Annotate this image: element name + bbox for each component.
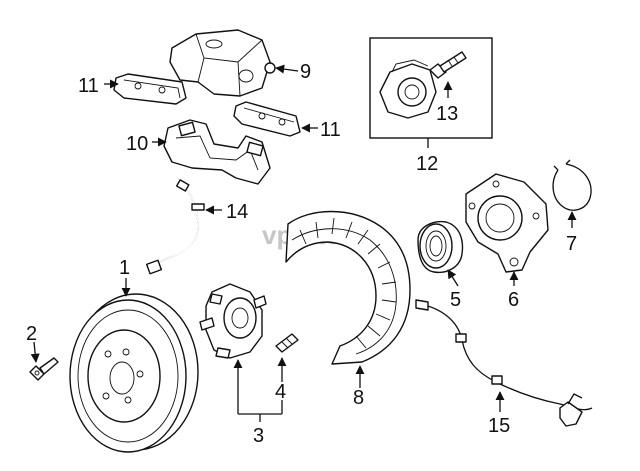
callout-8: 8	[353, 387, 364, 409]
caliper-housing	[169, 29, 276, 97]
callout-7: 7	[566, 233, 577, 255]
dust-shield	[285, 210, 411, 365]
callout-11-lower: 11	[320, 119, 341, 141]
brake-pad-lower	[233, 101, 301, 137]
screw-2	[29, 357, 59, 381]
snap-ring	[552, 159, 592, 211]
callout-5: 5	[450, 289, 461, 311]
wheel-bearing	[417, 220, 464, 274]
brake-hose	[145, 179, 205, 275]
callout-6: 6	[508, 289, 519, 311]
wheel-speed-sensor	[415, 299, 593, 427]
callout-13: 13	[436, 103, 458, 125]
callout-4: 4	[275, 381, 286, 403]
callout-9-pointer	[275, 64, 299, 74]
callout-15: 15	[488, 415, 510, 437]
callout-10: 10	[126, 133, 148, 155]
bolt-13	[429, 51, 467, 79]
brake-pad-upper	[113, 73, 187, 105]
hub-motor-kit-box: 13	[369, 37, 493, 139]
callout-14: 14	[226, 201, 248, 223]
callout-11-upper: 11	[78, 75, 99, 97]
callout-3: 3	[253, 425, 264, 447]
actuator-motor	[379, 59, 437, 119]
hub-flange	[199, 283, 267, 359]
callout-12: 12	[416, 153, 438, 175]
wheel-stud-4	[275, 333, 299, 353]
caliper-bracket	[163, 119, 271, 185]
callout-2: 2	[26, 323, 37, 345]
callout-1: 1	[119, 257, 130, 279]
knuckle	[465, 173, 549, 273]
callout-9: 9	[300, 61, 311, 83]
brake-rotor	[69, 293, 199, 453]
